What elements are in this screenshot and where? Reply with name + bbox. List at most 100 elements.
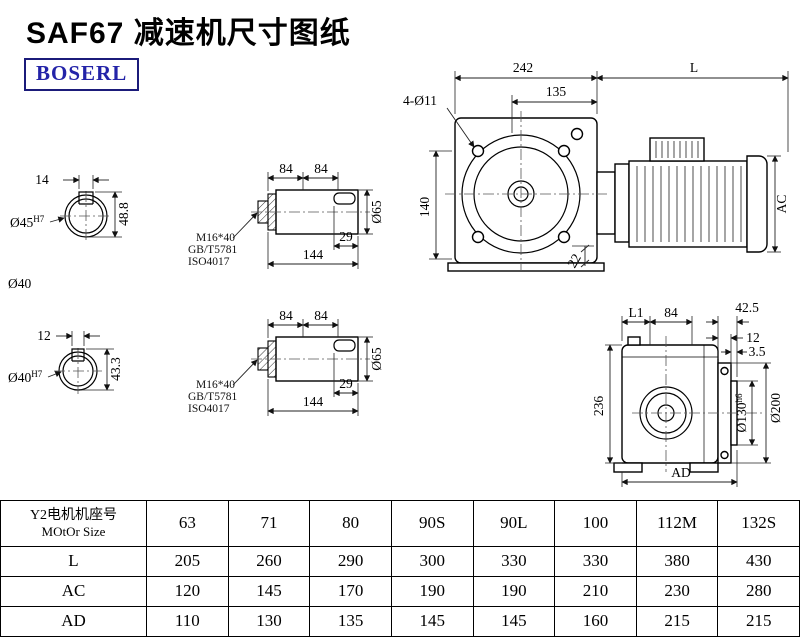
table-cell: 120 — [146, 575, 229, 607]
terminal-box — [649, 137, 705, 162]
table-cell: 132S — [717, 500, 800, 547]
leader-line — [232, 212, 258, 239]
table-cell: 430 — [717, 545, 800, 577]
motor-size-label-cn: Y2电机机座号 — [29, 507, 118, 523]
table-cell: 112M — [635, 500, 719, 547]
dia-130-label: Ø130h6 — [734, 393, 749, 433]
adapter-flange — [596, 171, 616, 235]
table-cell: 330 — [472, 545, 556, 577]
flange-bolt-hole — [720, 366, 729, 376]
table-cell: 100 — [554, 500, 637, 547]
brand-logo: BOSERL — [24, 58, 140, 91]
dim-L1-label: L1 — [629, 305, 644, 320]
dim-84b-label: 84 — [314, 161, 328, 176]
row-label-cell: AD — [0, 605, 147, 637]
table-cell: 71 — [227, 500, 311, 547]
dim-84a-label: 84 — [279, 308, 293, 323]
table-cell: 190 — [390, 575, 474, 607]
foot — [613, 462, 643, 473]
dia-65-label: Ø65 — [369, 347, 384, 370]
bolt-holes-label: 4-Ø11 — [403, 93, 437, 108]
table-cell: 63 — [146, 500, 229, 547]
table-header-row: Y2电机机座号 MOtOr Size 63 71 80 90S 90L 100 … — [0, 500, 800, 547]
table-cell: 145 — [227, 575, 311, 607]
technical-drawing: 242 L 135 4-Ø11 140 22 AC — [8, 60, 789, 487]
table-row: AD 110 130 135 145 145 160 215 215 — [0, 605, 800, 637]
dim-242-label: 242 — [513, 60, 533, 75]
bolt-spec-label: M16*40 — [196, 232, 235, 244]
dim-84b-label: 84 — [314, 308, 328, 323]
table-cell: 145 — [390, 605, 474, 637]
dim-84a-label: 84 — [279, 161, 293, 176]
dia-40-label: Ø40H7 — [8, 369, 43, 385]
table-cell: 90L — [472, 500, 556, 547]
table-cell: 190 — [472, 575, 556, 607]
table-cell: 215 — [635, 605, 719, 637]
dim-22-label: 22 — [564, 251, 584, 270]
motor-size-label-en: MOtOr Size — [41, 523, 106, 539]
shaft-end-view-bottom: 12 43.3 Ø40H7 — [8, 328, 123, 394]
dia-45-label: Ø45H7 — [10, 214, 45, 230]
table-cell: 160 — [554, 605, 637, 637]
table-row: AC 120 145 170 190 190 210 230 280 — [0, 575, 800, 607]
dim-12-label: 12 — [746, 330, 760, 345]
motor-body — [628, 160, 748, 248]
dim-140-label: 140 — [417, 197, 432, 218]
flange-bolt-hole — [720, 450, 729, 460]
leader-line — [49, 216, 65, 223]
fan-cowl — [746, 155, 768, 253]
keyway-slot — [333, 192, 356, 205]
dim-144-label: 144 — [303, 394, 324, 409]
row-label-cell: L — [0, 545, 147, 577]
leader-line — [446, 107, 475, 148]
table-cell: 215 — [717, 605, 800, 637]
dia-40-note-label: Ø40 — [8, 276, 31, 291]
table-cell: 205 — [146, 545, 229, 577]
dim-236-label: 236 — [591, 396, 606, 417]
gearbox-base — [447, 262, 605, 272]
table-row: L 205 260 290 300 330 330 380 430 — [0, 545, 800, 577]
page-title: SAF67 减速机尺寸图纸 — [26, 17, 351, 50]
dim-tick — [580, 244, 590, 253]
table-cell: 110 — [146, 605, 229, 637]
dim-84-label: 84 — [664, 305, 678, 320]
table-cell: 280 — [717, 575, 800, 607]
keyway-slot — [333, 339, 356, 352]
bolt-hole — [471, 230, 485, 244]
dia-200-label: Ø200 — [768, 393, 783, 423]
dim-L-label: L — [690, 60, 698, 75]
standard1-label: GB/T5781 — [188, 244, 237, 256]
bolt-hole — [557, 144, 571, 158]
leader-line — [47, 371, 62, 378]
table-cell: 230 — [635, 575, 719, 607]
dim-42.5-label: 42.5 — [735, 300, 759, 315]
motor-fins — [636, 166, 742, 242]
shaft-side-view-bottom: 84 84 29 144 Ø65 M16*40 GB/T5781 ISO4017 — [188, 308, 384, 416]
shaft-side-view-top: 84 84 29 144 Ø65 M16*40 GB/T5781 ISO4017 — [188, 161, 384, 269]
dim-135-label: 135 — [546, 84, 567, 99]
dim-48.8-label: 48.8 — [116, 202, 131, 226]
dim-14-label: 14 — [35, 172, 49, 187]
table-cell: 300 — [390, 545, 474, 577]
standard1-label: GB/T5781 — [188, 391, 237, 403]
dim-tick — [580, 259, 590, 268]
standard2-label: ISO4017 — [188, 256, 230, 268]
dim-144-label: 144 — [303, 247, 324, 262]
table-cell: 80 — [309, 500, 392, 547]
table-cell: 170 — [309, 575, 392, 607]
table-cell: 290 — [309, 545, 392, 577]
keyway — [71, 348, 85, 362]
table-cell: 260 — [227, 545, 311, 577]
table-cell: 330 — [554, 545, 637, 577]
dim-43.3-label: 43.3 — [108, 357, 123, 381]
motor-size-header-cell: Y2电机机座号 MOtOr Size — [0, 500, 147, 547]
bolt-spec-label: M16*40 — [196, 379, 235, 391]
eye-bolt-hole — [570, 127, 584, 141]
front-view: 242 L 135 4-Ø11 140 22 AC — [403, 60, 789, 272]
table-cell: 90S — [390, 500, 474, 547]
table-cell: 145 — [472, 605, 556, 637]
standard2-label: ISO4017 — [188, 403, 230, 415]
side-housing — [621, 344, 719, 464]
table-cell: 210 — [554, 575, 637, 607]
